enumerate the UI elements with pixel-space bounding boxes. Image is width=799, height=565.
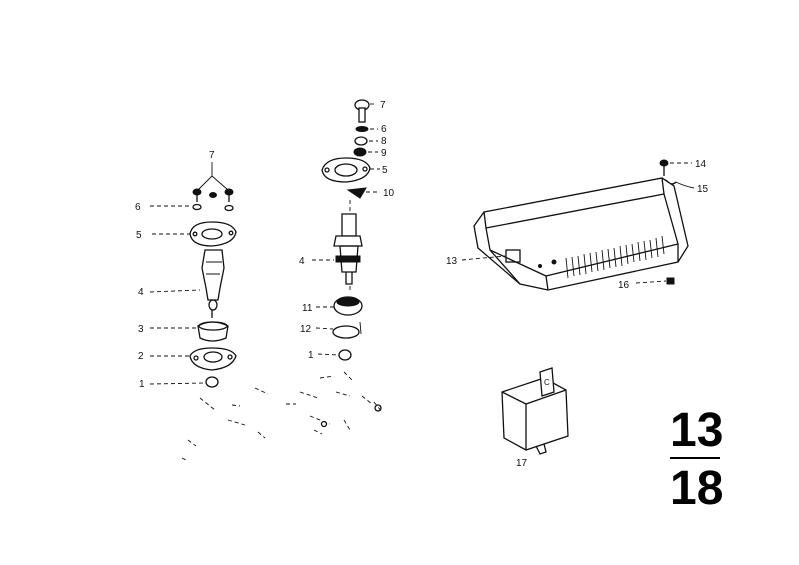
center-label-1: 1 [308,350,314,361]
control-unit-housing-part [473,177,689,291]
relay-label-17: 17 [516,458,528,469]
left-label-6: 6 [135,202,141,213]
center-label-8: 8 [381,136,387,147]
center-clip-part [346,187,380,199]
left-screws-part [192,162,234,202]
center-assembly: 7 6 8 9 5 10 4 11 12 1 [286,99,395,435]
section-number: 13 18 [670,404,723,515]
relay-body-part [501,377,569,451]
left-label-1: 1 [139,379,145,390]
center-label-10: 10 [383,188,395,199]
relay-assembly: C 17 [501,367,569,469]
control-unit-label-16: 16 [618,280,630,291]
left-label-7: 7 [209,150,215,161]
center-sensor-part [312,200,363,285]
center-label-4: 4 [299,256,305,267]
left-washers-part [150,203,234,212]
center-label-12: 12 [300,324,312,335]
control-unit-fins [565,235,665,279]
left-sensor-part [149,249,225,318]
control-unit-label-14: 14 [695,159,707,170]
control-unit-screw-part [659,159,692,176]
left-label-4: 4 [138,287,144,298]
left-assembly: 7 6 5 4 3 2 1 [135,150,269,461]
center-seal-part [317,349,352,361]
left-flange-part [150,347,237,371]
center-grommet-part [316,286,363,316]
center-label-9: 9 [381,148,387,159]
center-fragment-lines [286,371,383,435]
control-unit-label-15: 15 [697,184,709,195]
center-washer-part [355,126,378,132]
left-seal-part [149,376,219,388]
control-unit-label-13: 13 [446,256,458,267]
left-fragment-lines [181,387,269,461]
relay-tab-mark: C [544,378,550,387]
relay-tab-part [539,367,555,397]
left-cup-part [150,321,229,342]
control-unit-leader [461,255,506,261]
center-label-7: 7 [380,100,386,111]
control-unit-assembly: 14 15 13 16 [446,159,709,291]
control-unit-connector-part [635,277,675,285]
center-label-5: 5 [382,165,388,176]
center-label-11: 11 [302,303,313,314]
center-label-6: 6 [381,124,387,135]
left-label-2: 2 [138,351,144,362]
center-nut-part [353,147,378,157]
left-label-5: 5 [136,230,142,241]
center-gasket-part [321,157,380,183]
center-ring-part [315,321,362,339]
section-number-top: 13 [670,404,723,457]
section-number-bottom: 18 [670,462,723,515]
left-gasket-part [152,221,237,247]
center-lockwasher-part [354,136,378,146]
center-bolt-part [354,99,376,123]
left-label-3: 3 [138,324,144,335]
